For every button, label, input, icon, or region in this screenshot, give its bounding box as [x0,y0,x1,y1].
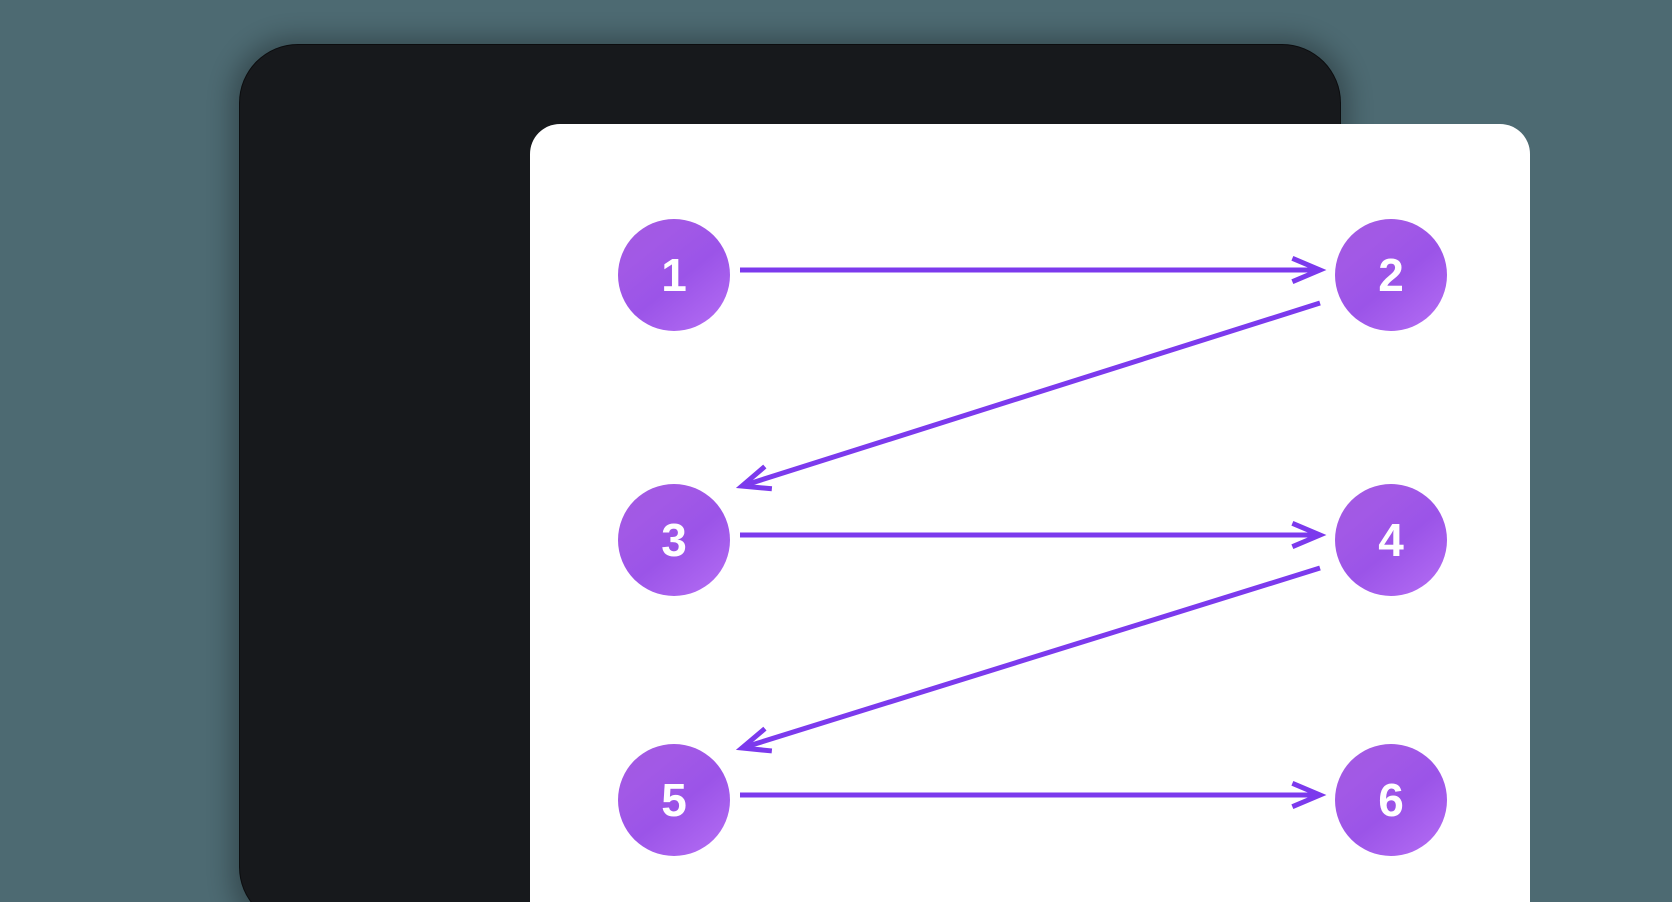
node-5[interactable]: 5 [618,744,730,856]
arrowhead-icon [1291,256,1327,284]
node-5-label: 5 [661,774,687,826]
node-layer: 1 2 3 4 5 6 [618,219,1447,856]
edge-4-to-5 [735,565,1321,754]
arrowhead-icon [735,464,773,492]
arrowhead-icon [1291,521,1327,549]
node-3[interactable]: 3 [618,484,730,596]
node-4[interactable]: 4 [1335,484,1447,596]
node-1[interactable]: 1 [618,219,730,331]
edge-1-to-2 [740,256,1327,284]
node-2[interactable]: 2 [1335,219,1447,331]
node-6-label: 6 [1378,774,1404,826]
node-flow-diagram: 1 2 3 4 5 6 [618,219,1447,856]
edge-layer [735,256,1327,809]
device-frame: 1 2 3 4 5 6 [240,45,1530,902]
device-screen: 1 2 3 4 5 6 [530,124,1530,902]
edge-3-to-4 [740,521,1327,549]
node-6[interactable]: 6 [1335,744,1447,856]
node-4-label: 4 [1378,514,1404,566]
arrowhead-icon [1291,781,1327,809]
node-1-label: 1 [661,249,687,301]
edge-2-to-3 [735,300,1321,492]
edge-5-to-6 [740,781,1327,809]
node-2-label: 2 [1378,249,1404,301]
arrowhead-icon [735,726,773,754]
node-3-label: 3 [661,514,687,566]
